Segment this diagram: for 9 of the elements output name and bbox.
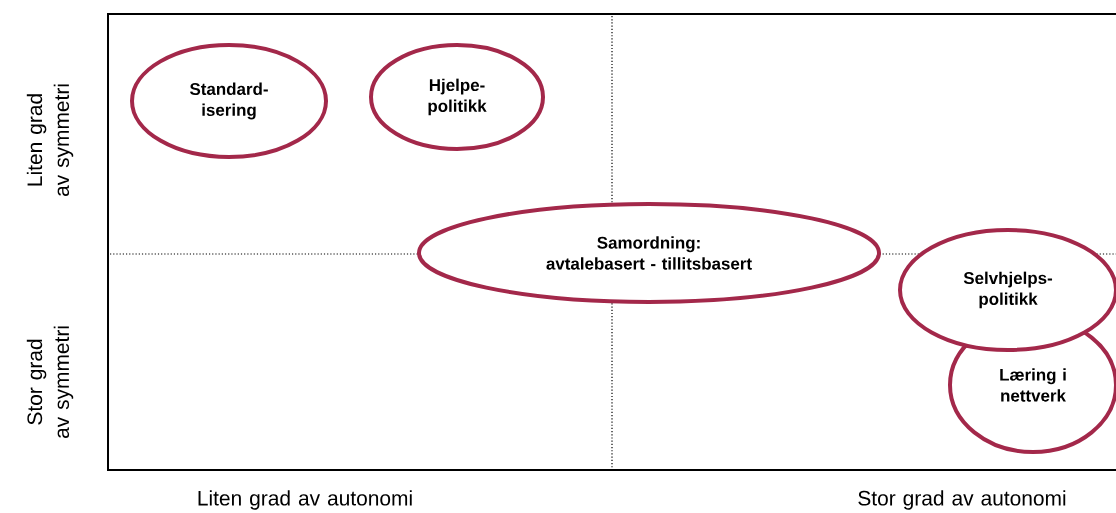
axis-label: Stor grad av symmetri [26,326,74,439]
node-label: Selvhjelps- politikk [963,271,1053,309]
ellipse-node: Hjelpe- politikk [369,43,545,151]
ellipse-node: Samordning: avtalebasert - tillitsbasert [417,202,881,304]
axis-label: Stor grad av autonomi [858,490,1066,510]
ellipse-node: Standard- isering [130,43,328,159]
axis-label: Liten grad av autonomi [198,490,412,510]
axis-label: Liten grad av symmetri [26,84,74,197]
ellipse-node: Selvhjelps- politikk [898,228,1116,352]
